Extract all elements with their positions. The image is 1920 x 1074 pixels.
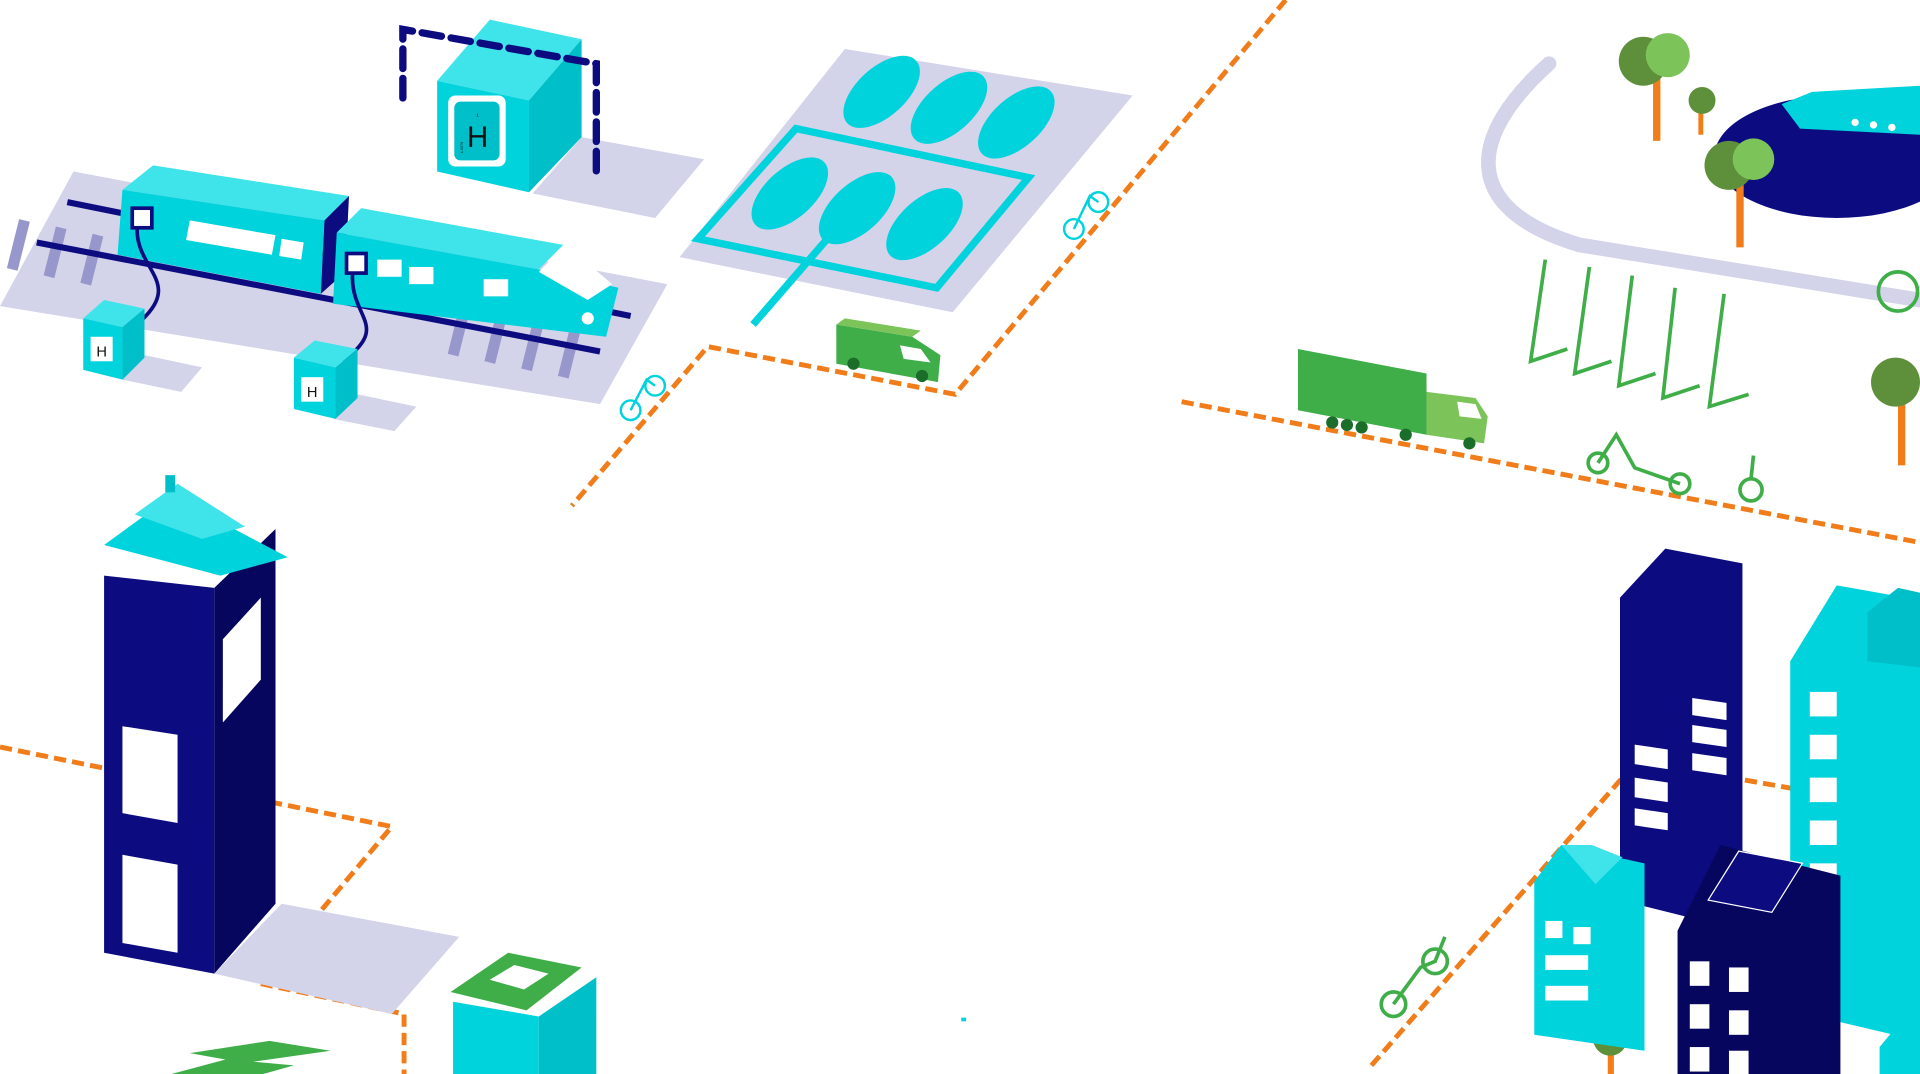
train-window bbox=[408, 266, 434, 285]
hydrogen-box-label: H bbox=[96, 344, 107, 360]
route-top-center bbox=[569, 0, 1288, 508]
element-symbol: H bbox=[467, 121, 488, 154]
hydrogen-storage-cube: H 1 1.0079 bbox=[399, 19, 705, 218]
route-right-middle bbox=[1181, 399, 1920, 545]
ship-deck bbox=[1781, 85, 1920, 135]
tank bbox=[886, 188, 963, 261]
rail bbox=[36, 239, 601, 355]
train-window bbox=[483, 279, 509, 297]
e-scooters bbox=[1528, 259, 1920, 503]
green-truck bbox=[1297, 349, 1488, 450]
hydrogen-tank-farm bbox=[679, 48, 1133, 327]
tree-icon bbox=[1688, 86, 1716, 135]
hydrogen-box-label: H bbox=[307, 385, 318, 401]
train-car-roof bbox=[122, 165, 349, 221]
unicycle-icon bbox=[1738, 476, 1764, 503]
cargo-bike-icon bbox=[1596, 431, 1681, 486]
harbor-area bbox=[1481, 56, 1920, 308]
train-locomotive-roof bbox=[336, 208, 564, 270]
green-van bbox=[836, 318, 941, 383]
helicopter-icon bbox=[171, 1040, 331, 1074]
scooter-icon bbox=[1707, 293, 1750, 410]
bicycle-icon bbox=[1379, 936, 1450, 1019]
train-headlight bbox=[581, 312, 594, 325]
scooter-icon bbox=[1528, 259, 1568, 364]
cruise-ship-icon bbox=[104, 475, 288, 576]
train-locomotive bbox=[333, 232, 619, 337]
dashed-frame bbox=[399, 25, 600, 182]
hydrogen-box: H bbox=[83, 300, 203, 392]
tree-icon bbox=[1871, 357, 1920, 466]
tank bbox=[751, 157, 829, 230]
tree-icon bbox=[1704, 138, 1775, 248]
road-curve bbox=[1481, 56, 1920, 308]
train-windshield bbox=[538, 244, 613, 301]
scooter-icon bbox=[1660, 287, 1701, 401]
bike-wheel-icon bbox=[1876, 270, 1920, 313]
train-station bbox=[0, 165, 668, 405]
bicycle-icon bbox=[1062, 191, 1110, 241]
scooter-icon bbox=[1616, 275, 1657, 389]
tank bbox=[910, 71, 988, 144]
route-bottom-right bbox=[1369, 776, 1625, 1068]
navy-tower-left bbox=[104, 475, 460, 1014]
train-window bbox=[279, 238, 304, 260]
tank bbox=[978, 86, 1055, 159]
atomic-mass: 1.0079 bbox=[460, 142, 464, 153]
train-window bbox=[377, 259, 402, 277]
tank-frame bbox=[690, 124, 1036, 292]
city-buildings-right bbox=[1534, 548, 1920, 1074]
chip-box bbox=[450, 952, 597, 1074]
train-window bbox=[186, 220, 276, 255]
atomic-number: 1 bbox=[476, 112, 479, 118]
tank bbox=[843, 55, 920, 128]
bicycle-icon bbox=[619, 374, 667, 422]
hydrogen-box: H bbox=[293, 340, 417, 432]
scooter-icon bbox=[1572, 266, 1613, 377]
tank bbox=[818, 172, 896, 245]
train bbox=[117, 165, 619, 337]
tiny-marker bbox=[961, 1017, 967, 1022]
tree-icon bbox=[1618, 33, 1690, 141]
cube-shadow bbox=[532, 137, 705, 218]
tank-pipe bbox=[750, 230, 836, 327]
